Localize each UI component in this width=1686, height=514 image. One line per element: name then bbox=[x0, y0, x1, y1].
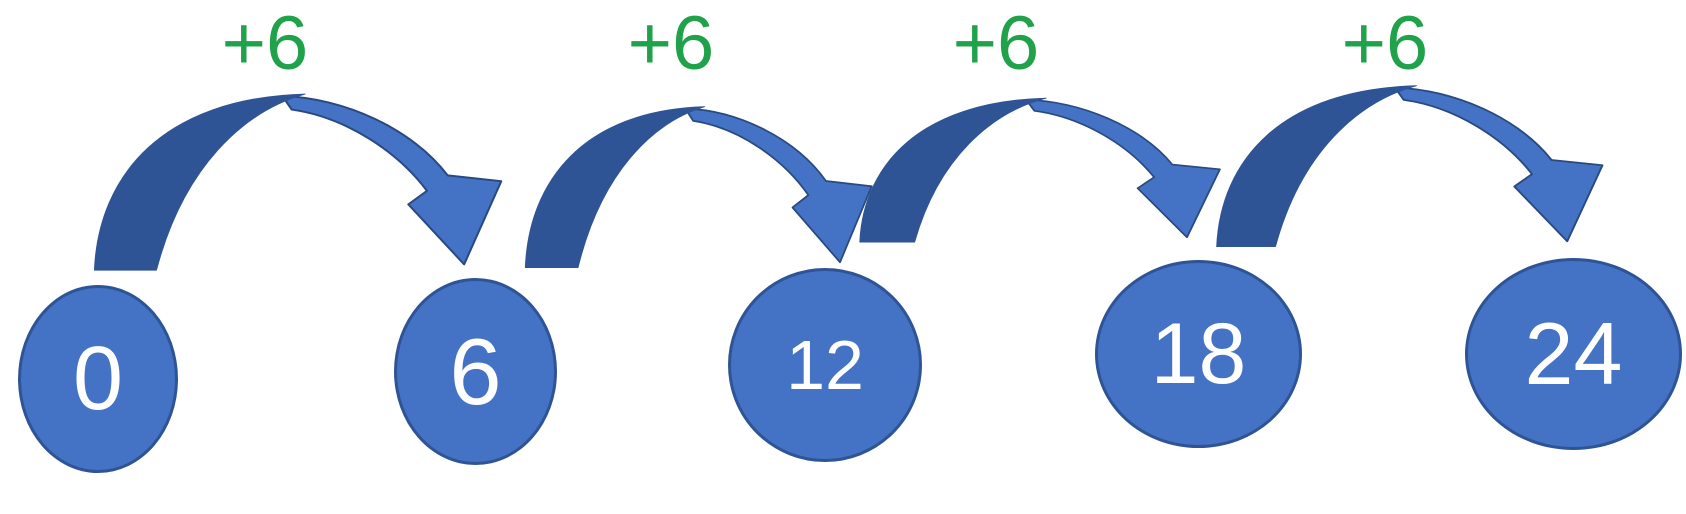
jump-arrow-4 bbox=[1215, 84, 1604, 248]
step-label-2: +6 bbox=[627, 1, 715, 86]
number-node-12: 12 bbox=[728, 268, 922, 462]
node-value: 24 bbox=[1524, 304, 1623, 403]
node-value: 18 bbox=[1150, 306, 1247, 402]
node-value: 0 bbox=[72, 329, 124, 429]
number-node-24: 24 bbox=[1465, 258, 1682, 450]
number-node-18: 18 bbox=[1095, 260, 1302, 448]
jump-arrow-3 bbox=[858, 97, 1221, 243]
step-label-3: +6 bbox=[952, 1, 1040, 86]
step-label-4: +6 bbox=[1341, 1, 1429, 86]
jump-arrow-2 bbox=[524, 105, 873, 269]
node-value: 12 bbox=[786, 326, 864, 404]
node-value: 6 bbox=[449, 318, 502, 424]
number-node-0: 0 bbox=[18, 285, 178, 473]
jump-arrow-1 bbox=[93, 93, 503, 272]
number-node-6: 6 bbox=[394, 278, 557, 465]
step-label-1: +6 bbox=[221, 1, 309, 86]
